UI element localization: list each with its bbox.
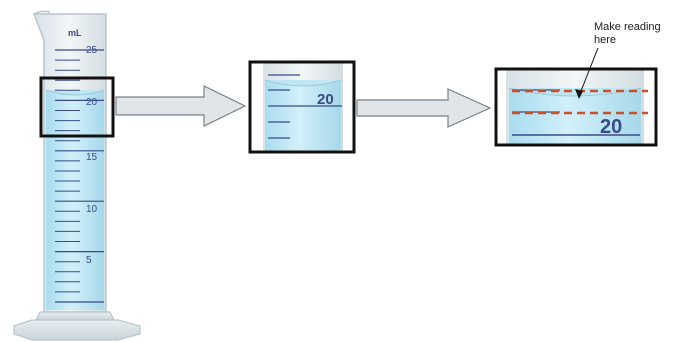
tick-label-20: 20 [86, 97, 98, 108]
tick-label-15: 15 [86, 152, 98, 163]
cylinder-spout [33, 10, 51, 15]
unit-label: mL [68, 28, 82, 38]
cylinder-meniscus [45, 89, 105, 96]
tick-label-10: 10 [86, 204, 98, 215]
cylinder-scale [55, 49, 104, 303]
cylinder-liquid [46, 90, 104, 310]
medium-zoom-liquid [265, 80, 341, 152]
tick-label-25: 25 [86, 45, 98, 56]
annotation-line-2: here [594, 34, 616, 46]
tick-label-5: 5 [86, 255, 92, 266]
cylinder-base [13, 319, 141, 341]
annotation-line-1: Make reading [594, 21, 661, 33]
medium-zoom-meniscus [264, 79, 342, 87]
large-zoom-frame [494, 67, 658, 147]
graduated-cylinder: mL 25 20 15 10 5 [13, 10, 141, 341]
cylinder-focus-frame [39, 76, 115, 138]
arrow-to-medium-zoom [115, 85, 247, 127]
medium-zoom-value-label: 20 [317, 91, 334, 108]
annotation-pointer [578, 47, 599, 97]
large-zoom-value-label: 20 [600, 116, 622, 138]
cylinder-base-collar [35, 311, 115, 321]
large-zoom-box: 20 [494, 67, 658, 147]
medium-zoom-frame [248, 60, 356, 154]
arrow-to-large-zoom [356, 88, 492, 128]
annotation-pointer-head [575, 89, 583, 99]
medium-zoom-box: 20 [248, 60, 356, 154]
